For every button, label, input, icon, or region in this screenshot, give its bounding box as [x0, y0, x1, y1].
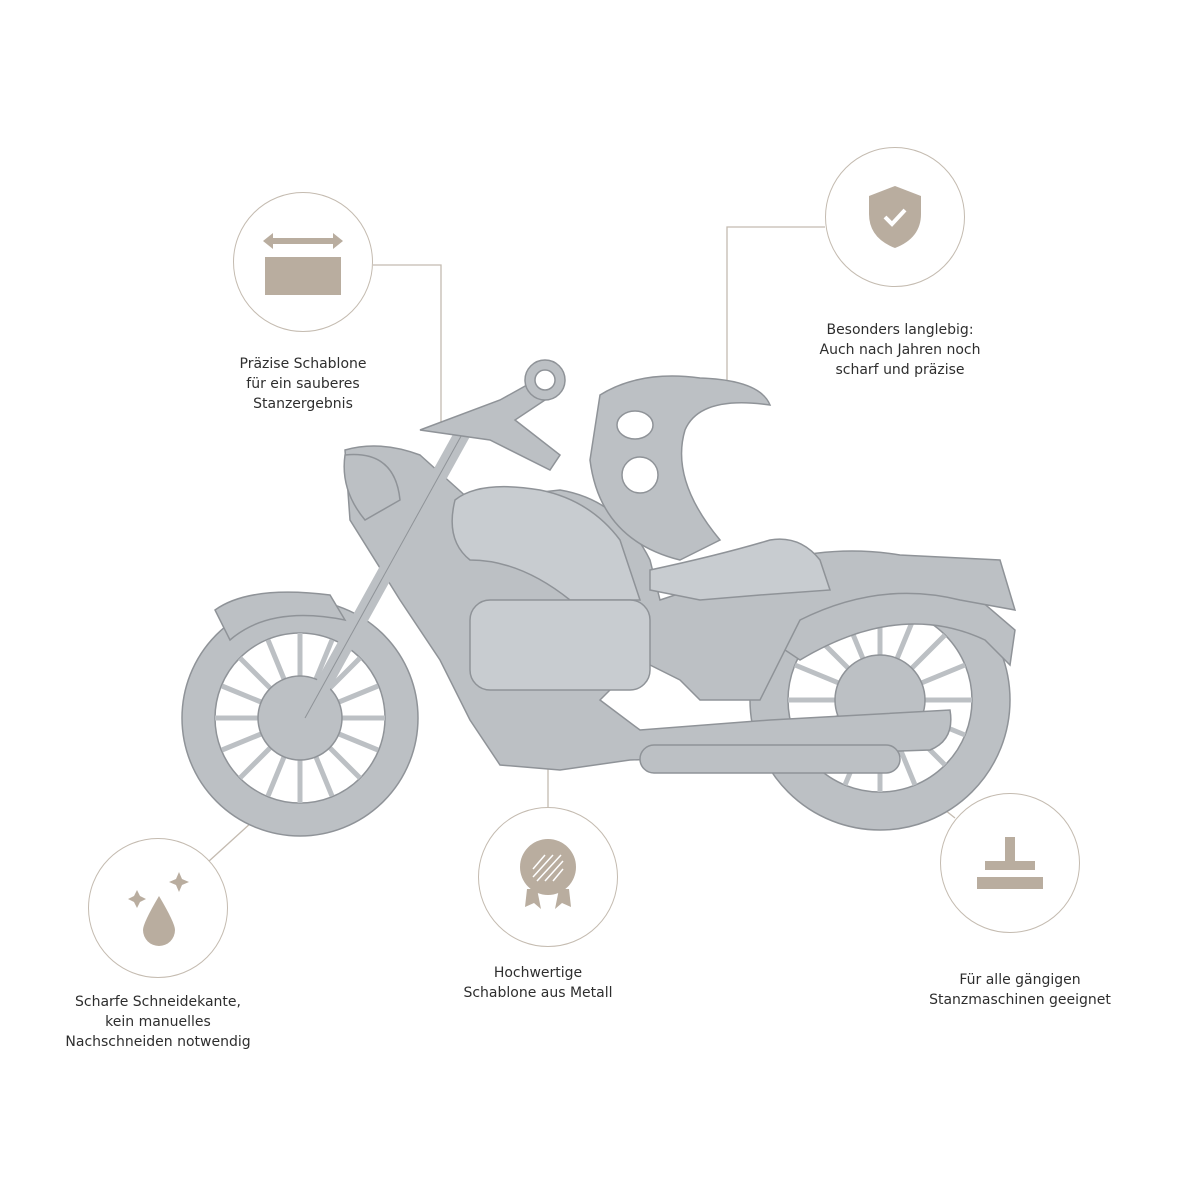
feature-label-machines: Für alle gängigen Stanzmaschinen geeigne… — [929, 972, 1111, 1008]
shield-check-icon — [869, 186, 921, 248]
connector-line-precise — [373, 264, 442, 432]
front-fender — [214, 591, 347, 642]
connector-line-sharp — [207, 821, 253, 863]
feature-label-precise: Präzise Schablone für ein sauberes Stanz… — [239, 356, 367, 412]
engine — [469, 599, 651, 691]
feature-circle-precise — [233, 192, 373, 332]
feature-circle-sharp — [88, 838, 228, 978]
exhaust — [639, 744, 901, 774]
handlebar — [419, 374, 562, 471]
feature-circle-durable — [825, 147, 965, 287]
feature-label-sharp: Scharfe Schneidekante, kein manuelles Na… — [65, 994, 251, 1050]
feature-label-durable: Besonders langlebig: Auch nach Jahren no… — [819, 322, 981, 378]
seat — [649, 538, 832, 601]
headlight — [343, 453, 401, 521]
width-arrow-icon — [263, 233, 343, 295]
sparkle-drop-icon — [128, 872, 189, 946]
award-medal-icon — [520, 839, 576, 909]
connector-line-durable — [726, 226, 825, 395]
feature-label-metal: Hochwertige Schablone aus Metall — [463, 965, 613, 1001]
fuel-tank — [451, 485, 642, 601]
feature-circle-metal — [478, 807, 618, 947]
feature-circle-machines — [940, 793, 1080, 933]
stamp-machine-icon — [977, 837, 1043, 889]
motorcycle — [181, 359, 1017, 837]
